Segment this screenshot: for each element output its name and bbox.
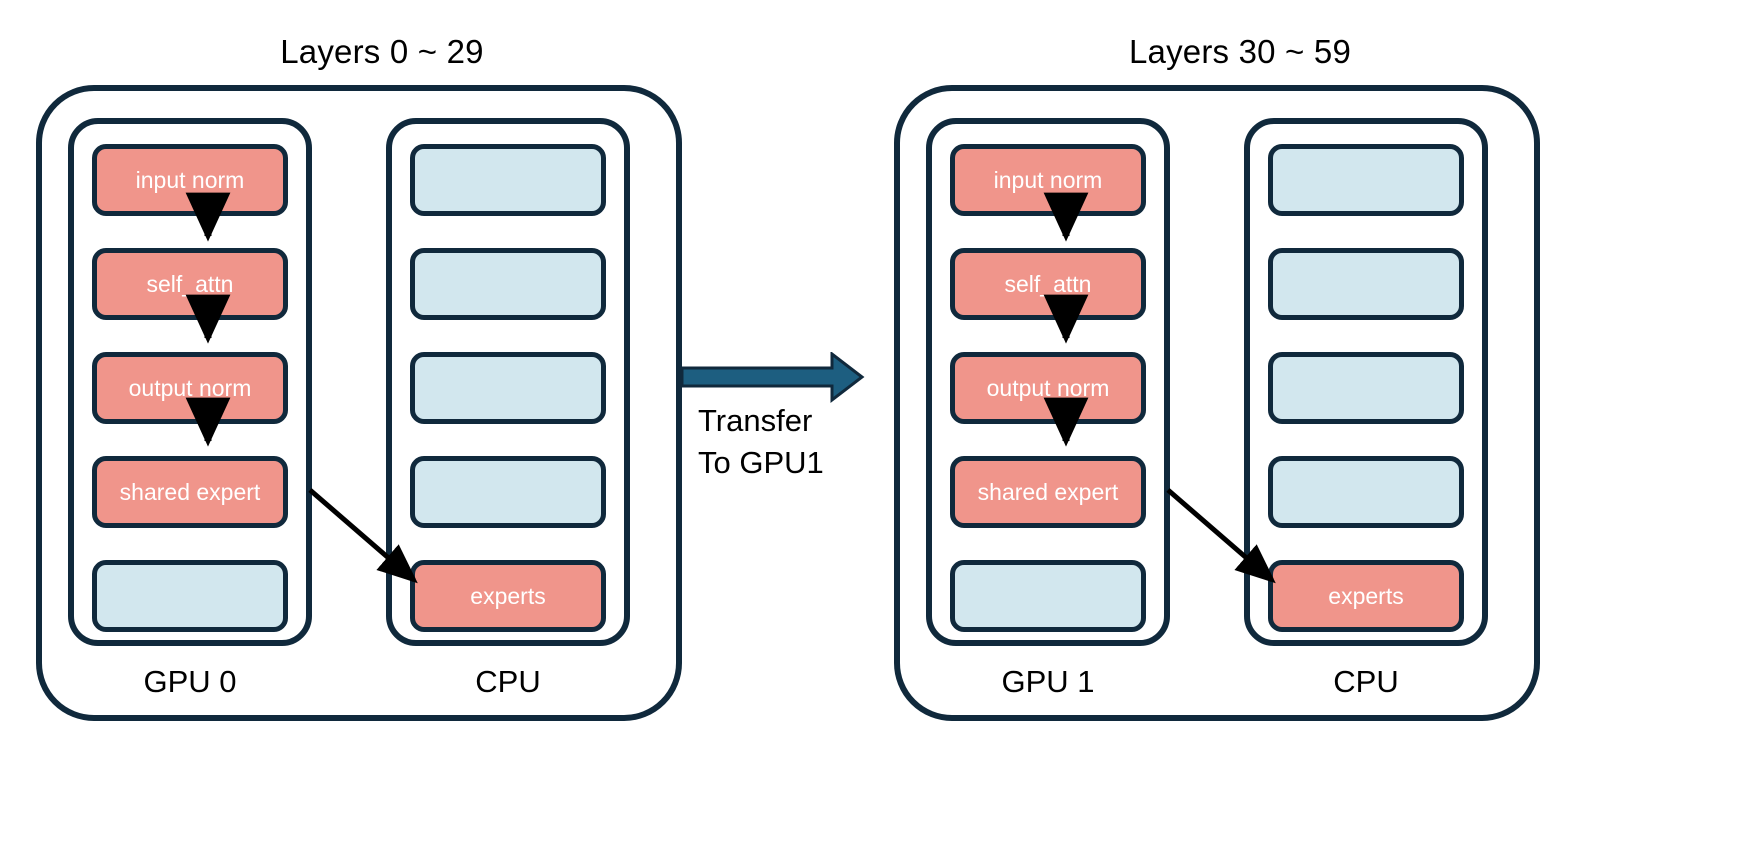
transfer-arrow-icon [680,352,865,404]
cpu0-slot-empty-3[interactable] [410,352,606,424]
gpu1-slot-self-attn[interactable]: self_attn [950,248,1146,320]
cpu1-slot-experts[interactable]: experts [1268,560,1464,632]
transfer-label: Transfer To GPU1 [698,400,918,484]
gpu0-slot-empty[interactable] [92,560,288,632]
cpu-column-0: experts [386,118,630,646]
transfer-annotation: Transfer To GPU1 [680,352,980,532]
device-label-gpu0: GPU 0 [143,664,237,699]
cpu1-slot-empty-2[interactable] [1268,248,1464,320]
gpu1-slot-input-norm[interactable]: input norm [950,144,1146,216]
gpu-column-0: input norm self_attn output norm shared … [68,118,312,646]
group-title-layers-0-29: Layers 0 ~ 29 [280,33,484,70]
cpu0-slot-experts[interactable]: experts [410,560,606,632]
gpu0-slot-input-norm[interactable]: input norm [92,144,288,216]
gpu0-slot-output-norm[interactable]: output norm [92,352,288,424]
cpu-slot-stack-1: experts [1268,144,1464,632]
device-group-gpu1: Layers 30 ~ 59 input norm self_attn outp… [880,0,1600,850]
gpu-slot-stack-1: input norm self_attn output norm shared … [950,144,1146,632]
cpu1-slot-empty-1[interactable] [1268,144,1464,216]
device-label-cpu1: CPU [1333,664,1399,699]
transfer-label-line1: Transfer [698,403,813,438]
device-label-cpu0: CPU [475,664,541,699]
transfer-label-line2: To GPU1 [698,445,824,480]
cpu-slot-stack-0: experts [410,144,606,632]
device-shell-gpu0: input norm self_attn output norm shared … [36,85,682,721]
cpu0-slot-empty-1[interactable] [410,144,606,216]
gpu0-slot-self-attn[interactable]: self_attn [92,248,288,320]
group-title-layers-30-59: Layers 30 ~ 59 [1128,33,1352,70]
gpu-column-1: input norm self_attn output norm shared … [926,118,1170,646]
cpu0-slot-empty-4[interactable] [410,456,606,528]
cpu0-slot-empty-2[interactable] [410,248,606,320]
gpu1-slot-output-norm[interactable]: output norm [950,352,1146,424]
device-group-gpu0: Layers 0 ~ 29 input norm self_attn outpu… [22,0,742,850]
cpu-column-1: experts [1244,118,1488,646]
gpu0-slot-shared-expert[interactable]: shared expert [92,456,288,528]
device-shell-gpu1: input norm self_attn output norm shared … [894,85,1540,721]
device-label-gpu1: GPU 1 [1001,664,1095,699]
gpu1-slot-shared-expert[interactable]: shared expert [950,456,1146,528]
cpu1-slot-empty-4[interactable] [1268,456,1464,528]
gpu1-slot-empty[interactable] [950,560,1146,632]
cpu1-slot-empty-3[interactable] [1268,352,1464,424]
gpu-slot-stack-0: input norm self_attn output norm shared … [92,144,288,632]
